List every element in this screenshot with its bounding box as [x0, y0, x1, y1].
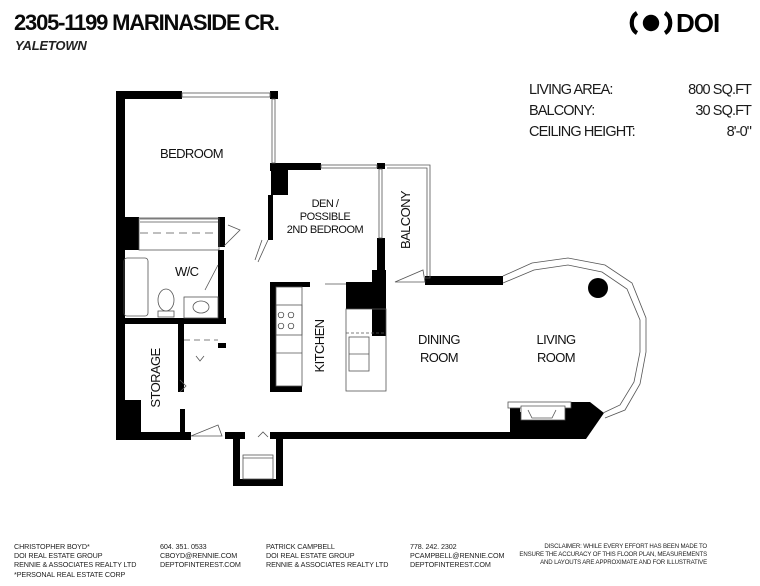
agent2-email[interactable]: PCAMPBELL@RENNIE.COM: [410, 551, 505, 561]
logo-wordmark: DOI: [676, 7, 720, 38]
stat-ceiling-height: CEILING HEIGHT: 8'-0": [529, 122, 752, 143]
listing-address-title: 2305-1199 MARINASIDE CR.: [14, 10, 280, 35]
agent1-website[interactable]: DEPTOFINTEREST.COM: [160, 560, 241, 570]
disclaimer-line: ENSURE THE ACCURACY OF THIS FLOOR PLAN, …: [519, 551, 707, 559]
room-label-den-3: 2ND BEDROOM: [287, 224, 364, 236]
stat-living-area: LIVING AREA: 800 SQ.FT: [529, 80, 752, 101]
stat-label: BALCONY:: [529, 103, 595, 119]
room-label-living-2: ROOM: [537, 350, 575, 365]
room-label-dining-1: DINING: [418, 332, 460, 347]
room-label-bedroom: BEDROOM: [160, 146, 223, 161]
agent1-contact: 604. 351. 0533 CBOYD@RENNIE.COM DEPTOFIN…: [160, 542, 241, 570]
disclaimer-line: DISCLAIMER: WHILE EVERY EFFORT HAS BEEN …: [544, 543, 707, 550]
stat-label: LIVING AREA:: [529, 82, 613, 98]
unit-stats: LIVING AREA: 800 SQ.FT BALCONY: 30 SQ.FT…: [529, 80, 752, 143]
stove-burners-icon: [277, 311, 295, 330]
room-label-living-1: LIVING: [536, 332, 576, 347]
agent2-brokerage: RENNIE & ASSOCIATES REALTY LTD: [266, 560, 389, 570]
stat-value: 8'-0": [726, 124, 752, 140]
walls: [116, 91, 608, 486]
room-label-den-1: DEN /: [312, 198, 340, 210]
neighbourhood-subtitle: YALETOWN: [15, 38, 87, 53]
stat-label: CEILING HEIGHT:: [529, 124, 636, 140]
agent1-name: CHRISTOPHER BOYD*: [14, 542, 90, 551]
agent1-email[interactable]: CBOYD@RENNIE.COM: [160, 551, 238, 561]
agent1-phone[interactable]: 604. 351. 0533: [160, 542, 207, 551]
stat-balcony: BALCONY: 30 SQ.FT: [529, 101, 752, 122]
room-label-balcony: BALCONY: [398, 190, 413, 249]
agent1-group: DOI REAL ESTATE GROUP: [14, 551, 103, 561]
room-label-dining-2: ROOM: [420, 350, 458, 365]
agent2-group: DOI REAL ESTATE GROUP: [266, 551, 355, 561]
agent2-info: PATRICK CAMPBELL DOI REAL ESTATE GROUP R…: [266, 542, 388, 570]
agent2-name: PATRICK CAMPBELL: [266, 542, 335, 551]
agent1-brokerage: RENNIE & ASSOCIATES REALTY LTD: [14, 560, 137, 570]
room-label-wc: W/C: [175, 264, 199, 279]
agent2-contact: 778. 242. 2302 PCAMPBELL@RENNIE.COM DEPT…: [410, 542, 504, 570]
agent1-info: CHRISTOPHER BOYD* DOI REAL ESTATE GROUP …: [14, 542, 136, 579]
agent2-phone[interactable]: 778. 242. 2302: [410, 542, 457, 551]
stat-value: 30 SQ.FT: [695, 103, 752, 119]
doi-circle-logo-icon: [629, 11, 673, 35]
room-label-storage: STORAGE: [148, 348, 163, 408]
room-label-kitchen: KITCHEN: [312, 319, 327, 372]
agent2-website[interactable]: DEPTOFINTEREST.COM: [410, 560, 491, 570]
disclaimer-line: AND LAYOUTS ARE APPROXIMATE AND FOR ILLU…: [540, 559, 707, 567]
agent1-note: *PERSONAL REAL ESTATE CORP: [14, 569, 126, 579]
room-label-den-2: POSSIBLE: [300, 211, 351, 223]
windows: [123, 92, 647, 480]
disclaimer: DISCLAIMER: WHILE EVERY EFFORT HAS BEEN …: [500, 543, 707, 568]
stat-value: 800 SQ.FT: [688, 82, 752, 98]
brand-logo: DOI: [628, 7, 720, 38]
